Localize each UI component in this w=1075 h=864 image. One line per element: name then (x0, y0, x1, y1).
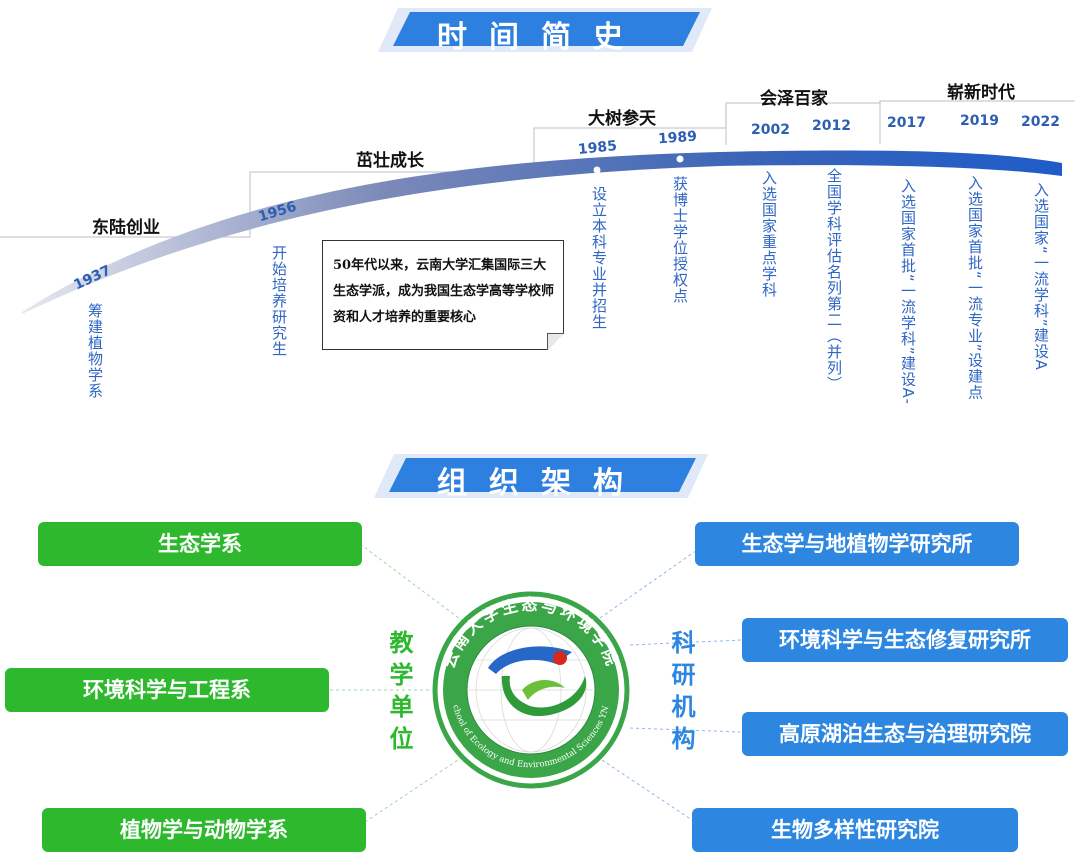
year-2002: 2002 (751, 122, 790, 138)
era-steps (0, 100, 1075, 238)
connector-lines-blue (599, 547, 743, 823)
era-label-1: 东陆创业 (92, 218, 160, 238)
teaching-unit-ecology[interactable]: 生态学系 (38, 522, 362, 566)
event-2017: 入选国家首批“一流学科”建设A- (899, 178, 917, 405)
event-2002: 入选国家重点学科 (760, 170, 778, 298)
event-1937: 筹建植物学系 (86, 303, 104, 399)
history-banner: 时间简史 (376, 8, 706, 55)
research-units-label: 科研机构 (667, 630, 695, 758)
research-unit-plateau-lakes[interactable]: 高原湖泊生态与治理研究院 (742, 712, 1068, 756)
event-2012: 全国学科评估名列第二（并列） (825, 168, 843, 392)
timeline-dot-1989 (676, 155, 684, 163)
connector-lines (330, 543, 471, 823)
research-unit-biodiversity[interactable]: 生物多样性研究院 (692, 808, 1018, 852)
history-banner-title: 时间简史 (437, 20, 645, 55)
era-label-4: 会泽百家 (760, 89, 828, 109)
year-1989: 1989 (657, 128, 698, 148)
event-2022: 入选国家“一流学科”建设A (1032, 182, 1050, 371)
note-text: 50年代以来，云南大学汇集国际三大生态学派，成为我国生态学高等学校师资和人才培养… (333, 258, 555, 325)
event-1985: 设立本科专业并招生 (590, 186, 608, 330)
research-unit-restoration[interactable]: 环境科学与生态修复研究所 (742, 618, 1068, 662)
note-card: 50年代以来，云南大学汇集国际三大生态学派，成为我国生态学高等学校师资和人才培养… (322, 240, 564, 350)
year-2022: 2022 (1021, 114, 1060, 130)
event-1989: 获博士学位授权点 (671, 176, 689, 304)
teaching-unit-botany-zoology[interactable]: 植物学与动物学系 (42, 808, 366, 852)
teaching-unit-environment[interactable]: 环境科学与工程系 (5, 668, 329, 712)
teaching-units-label: 教学单位 (385, 630, 413, 758)
timeline-dot-1985 (593, 166, 601, 174)
event-1956: 开始培养研究生 (270, 245, 288, 357)
history-banner-bg (378, 8, 712, 52)
research-unit-geobotany[interactable]: 生态学与地植物学研究所 (695, 522, 1019, 566)
timeline-curve (22, 150, 1062, 314)
note-fold (547, 333, 564, 350)
event-2019: 入选国家首批“一流专业”设建点 (966, 175, 984, 401)
era-label-3: 大树参天 (588, 109, 656, 129)
org-banner-bg (374, 454, 708, 498)
year-2012: 2012 (812, 118, 851, 134)
org-banner: 组织架构 (376, 454, 706, 501)
org-banner-title: 组织架构 (437, 466, 645, 501)
era-label-5: 崭新时代 (947, 83, 1015, 103)
era-label-2: 茁壮成长 (356, 151, 424, 171)
year-2017: 2017 (887, 115, 926, 131)
year-2019: 2019 (960, 113, 999, 129)
